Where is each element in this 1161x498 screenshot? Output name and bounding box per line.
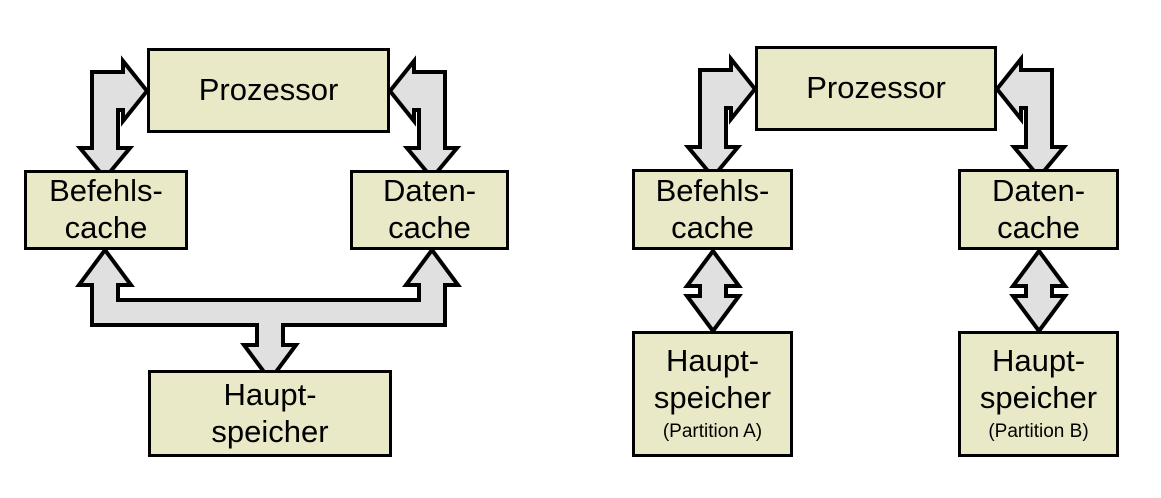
node-main-memory-partition-a-line2: speicher — [653, 379, 772, 415]
node-processor-right-label: Prozessor — [806, 70, 946, 106]
node-data-cache-left-line1: Daten- — [382, 173, 477, 209]
node-data-cache-left-line2: cache — [388, 210, 471, 245]
node-data-cache-right: Daten- cache — [958, 169, 1119, 250]
node-main-memory-partition-b-sub: (Partition B) — [988, 421, 1089, 443]
node-instruction-cache-right: Befehls- cache — [632, 169, 793, 250]
node-data-cache-left: Daten- cache — [350, 170, 509, 250]
node-main-memory-left-line2: speicher — [211, 413, 329, 449]
node-instruction-cache-right-line1: Befehls- — [655, 172, 770, 208]
node-main-memory-partition-b: Haupt- speicher (Partition B) — [958, 331, 1119, 457]
node-instruction-cache-left-line2: cache — [64, 210, 148, 245]
arrow-processor-data-cache-right — [994, 53, 1069, 181]
node-main-memory-left: Haupt- speicher — [148, 370, 392, 457]
node-instruction-cache-right-line2: cache — [671, 209, 754, 245]
node-instruction-cache-left: Befehls- cache — [24, 170, 188, 250]
node-main-memory-partition-b-line1: Haupt- — [991, 343, 1086, 379]
node-processor-right: Prozessor — [755, 46, 997, 131]
node-main-memory-partition-b-line2: speicher — [979, 379, 1098, 415]
arrow-processor-data-cache-left — [387, 55, 462, 182]
arrow-data-cache-memory-b — [1009, 247, 1069, 335]
node-main-memory-partition-a-sub: (Partition A) — [662, 421, 763, 443]
node-instruction-cache-left-line1: Befehls- — [49, 173, 163, 209]
node-main-memory-left-line1: Haupt- — [223, 376, 317, 412]
node-main-memory-partition-a-line1: Haupt- — [665, 343, 760, 379]
node-processor-left: Prozessor — [147, 48, 390, 133]
arrow-main-memory-merge-left — [75, 246, 462, 384]
node-main-memory-partition-a: Haupt- speicher (Partition A) — [632, 331, 793, 457]
arrow-processor-instruction-cache-left — [75, 55, 150, 182]
node-data-cache-right-line2: cache — [997, 209, 1080, 245]
arrow-instruction-cache-memory-a — [683, 247, 743, 335]
node-processor-left-label: Prozessor — [198, 72, 339, 108]
node-data-cache-right-line1: Daten- — [991, 172, 1086, 208]
arrow-processor-instruction-cache-right — [683, 53, 758, 181]
